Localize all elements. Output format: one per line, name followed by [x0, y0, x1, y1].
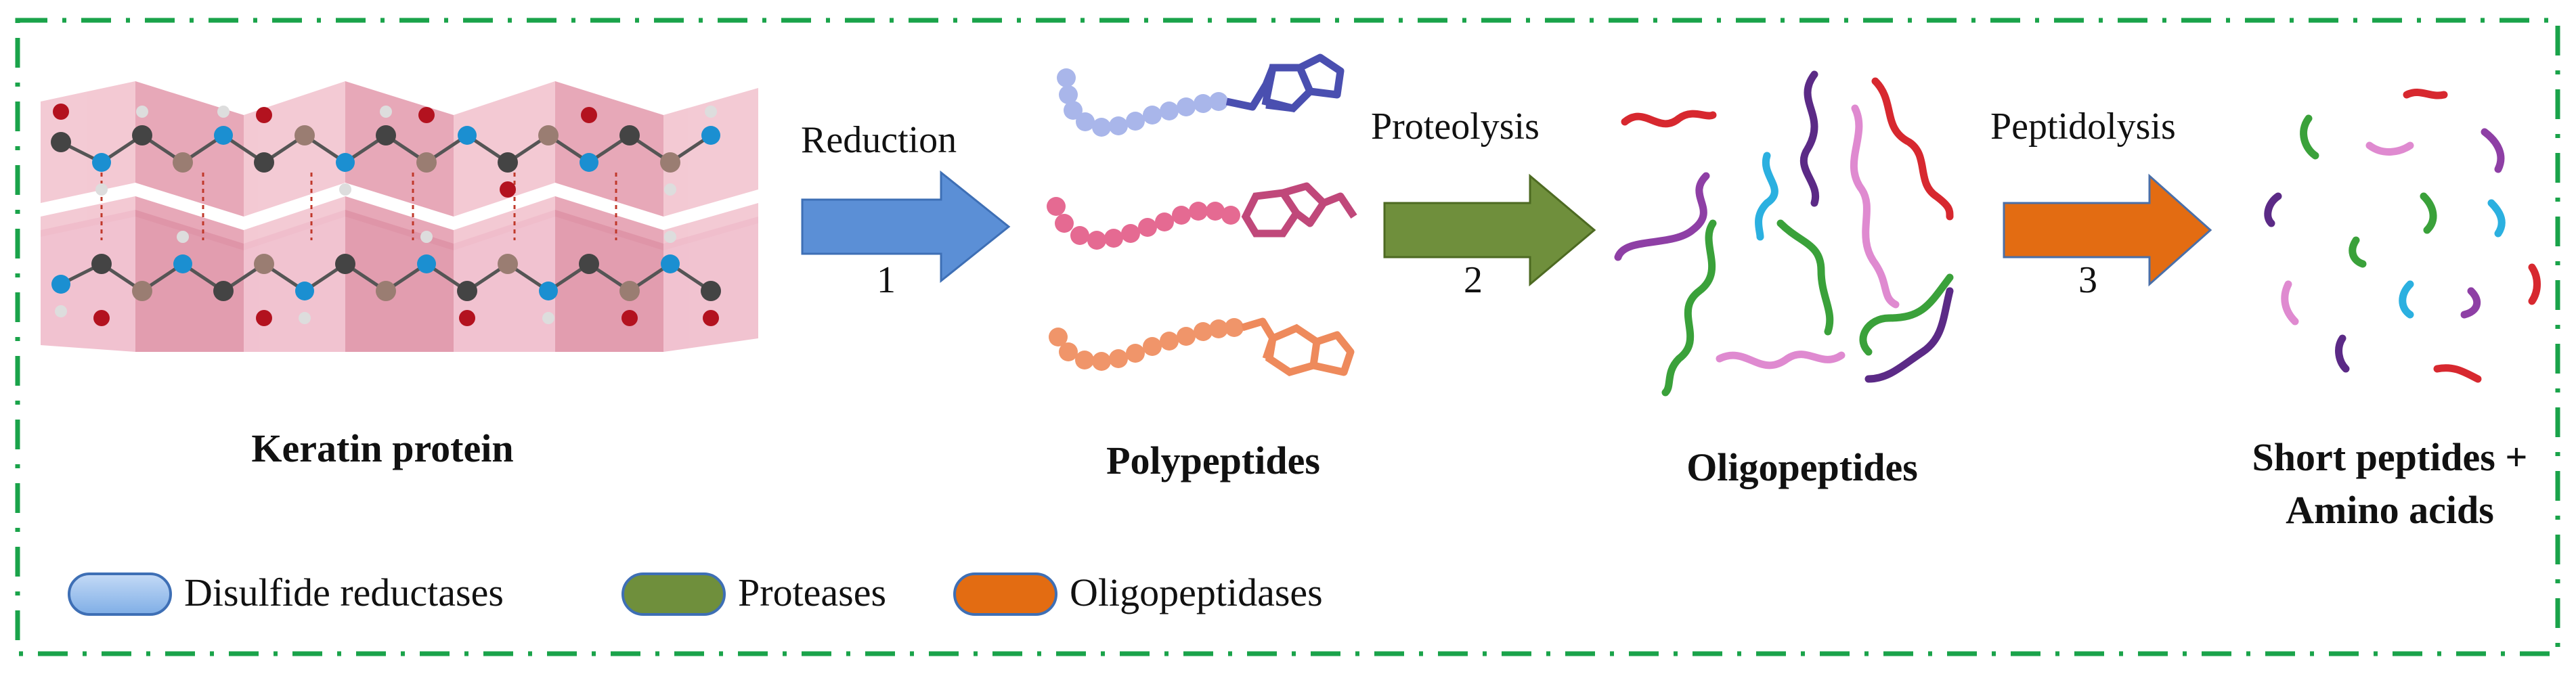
step-2-label: Proteolysis [1371, 106, 1540, 148]
atoms-upper [51, 104, 720, 198]
legend-swatch-disulfide-reductases [68, 572, 172, 616]
amino-acids-caption: Amino acids [2286, 488, 2494, 532]
pleated-sheet-lower [41, 210, 758, 352]
legend-label-disulfide-reductases: Disulfide reductases [184, 570, 504, 614]
step-1-label: Reduction [801, 119, 957, 161]
polypeptide-chain-orange [1049, 317, 1355, 376]
step-1-number: 1 [877, 259, 896, 301]
proteolysis-arrow [1383, 173, 1596, 287]
legend-label-proteases: Proteases [738, 570, 886, 614]
keratin-protein-caption: Keratin protein [251, 426, 513, 470]
keratin-protein-structure [41, 81, 758, 352]
atoms-lower [51, 231, 721, 326]
sheet-gap [41, 183, 758, 230]
oligopeptide-fragments [1614, 70, 1954, 397]
oligopeptides-caption: Oligopeptides [1686, 445, 1918, 489]
polypeptide-chain-pink [1047, 182, 1357, 250]
short-peptide-fragments [2264, 89, 2541, 383]
legend-swatch-proteases [621, 572, 726, 616]
polypeptides-caption: Polypeptides [1106, 439, 1320, 482]
step-3-label: Peptidolysis [1990, 106, 2176, 148]
step-3-number: 3 [2078, 259, 2097, 301]
legend: Disulfide reductases Proteases Oligopept… [68, 570, 1323, 616]
polypeptide-chain-blue [1057, 53, 1345, 137]
diagram-border [15, 18, 2560, 656]
reduction-arrow [801, 170, 1011, 284]
legend-label-oligopeptidases: Oligopeptidases [1070, 570, 1323, 614]
short-peptides-caption: Short peptides + [2252, 435, 2528, 479]
peptidolysis-arrow [2003, 173, 2212, 287]
legend-swatch-oligopeptidases [953, 572, 1057, 616]
step-2-number: 2 [1464, 259, 1483, 301]
